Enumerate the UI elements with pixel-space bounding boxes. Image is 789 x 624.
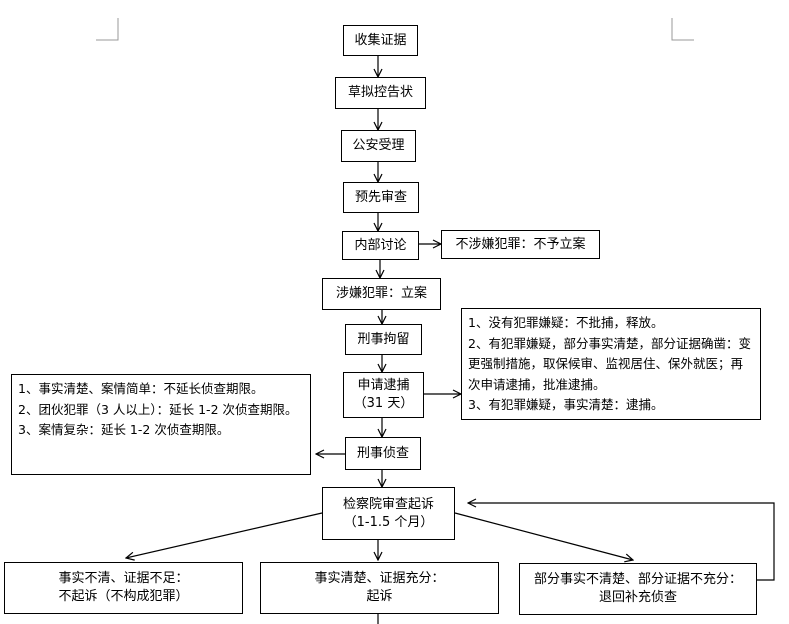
node-apply-arrest-label: 申请逮捕 (357, 378, 410, 393)
node-suspect-filed-label: 涉嫌犯罪：立案 (335, 286, 427, 301)
node-internal-discussion: 内部讨论 (342, 231, 419, 260)
node-procuratorate-review-label: 检察院审查起诉 (342, 496, 434, 512)
note-investigation-limit-3: 3、案情复杂：延长 1-2 次侦查期限。 (18, 422, 230, 437)
node-procuratorate-review-duration: （1-1.5 个月） (343, 514, 434, 530)
node-suspect-filed: 涉嫌犯罪：立案 (322, 278, 441, 310)
node-pre-review: 预先审查 (343, 182, 419, 213)
node-police-accept-label: 公安受理 (352, 138, 405, 153)
node-draft-complaint-label: 草拟控告状 (347, 85, 413, 100)
node-collect-evidence: 收集证据 (343, 25, 418, 56)
node-criminal-investigation: 刑事侦查 (345, 437, 421, 470)
node-prosecution: 事实清楚、证据充分： 起诉 (260, 562, 499, 614)
node-no-prosecution: 事实不清、证据不足： 不起诉（不构成犯罪） (4, 562, 243, 614)
node-criminal-investigation-label: 刑事侦查 (356, 445, 409, 461)
node-apply-arrest-duration: （31 天） (353, 396, 414, 411)
note-arrest-outcomes: 1、没有犯罪嫌疑：不批捕，释放。 2、有犯罪嫌疑，部分事实清楚，部分证据确凿：变… (461, 308, 761, 420)
note-arrest-outcome-2: 2、有犯罪嫌疑，部分事实清楚，部分证据确凿：变更强制措施，取保候审、监视居住、保… (468, 335, 751, 392)
arrow-review-noprosecute (126, 512, 323, 558)
node-procuratorate-review: 检察院审查起诉 （1-1.5 个月） (322, 487, 455, 540)
node-no-prosecution-result: 不起诉（不构成犯罪） (58, 589, 189, 604)
node-not-suspect: 不涉嫌犯罪：不予立案 (441, 230, 600, 259)
node-collect-evidence-label: 收集证据 (354, 32, 407, 48)
node-internal-discussion-label: 内部讨论 (354, 237, 407, 253)
node-not-suspect-label: 不涉嫌犯罪：不予立案 (455, 236, 586, 252)
note-investigation-limit-2: 2、团伙犯罪（3 人以上）：延长 1-2 次侦查期限。 (18, 401, 298, 417)
arrow-return-loop (468, 503, 775, 581)
node-criminal-detention: 刑事拘留 (345, 324, 422, 355)
node-return-supplementary: 部分事实不清楚、部分证据不充分： 退回补充侦查 (519, 563, 757, 615)
node-prosecution-condition: 事实清楚、证据充分： (314, 571, 445, 586)
node-prosecution-result: 起诉 (366, 589, 393, 604)
node-no-prosecution-condition: 事实不清、证据不足： (58, 571, 189, 586)
arrow-review-return (454, 512, 633, 560)
node-draft-complaint: 草拟控告状 (335, 77, 426, 109)
note-investigation-limit-1: 1、事实清楚、案情简单：不延长侦查期限。 (18, 381, 264, 396)
node-pre-review-label: 预先审查 (354, 189, 407, 205)
node-return-supplementary-result: 退回补充侦查 (598, 590, 677, 605)
node-apply-arrest: 申请逮捕 （31 天） (343, 372, 424, 418)
node-criminal-detention-label: 刑事拘留 (357, 331, 410, 347)
node-police-accept: 公安受理 (341, 130, 416, 162)
page-corner-marks (96, 18, 694, 41)
node-return-supplementary-condition: 部分事实不清楚、部分证据不充分： (533, 572, 742, 587)
note-arrest-outcome-1: 1、没有犯罪嫌疑：不批捕，释放。 (468, 315, 664, 330)
note-investigation-limits: 1、事实清楚、案情简单：不延长侦查期限。 2、团伙犯罪（3 人以上）：延长 1-… (11, 374, 311, 475)
note-arrest-outcome-3: 3、有犯罪嫌疑，事实清楚：逮捕。 (468, 397, 664, 412)
